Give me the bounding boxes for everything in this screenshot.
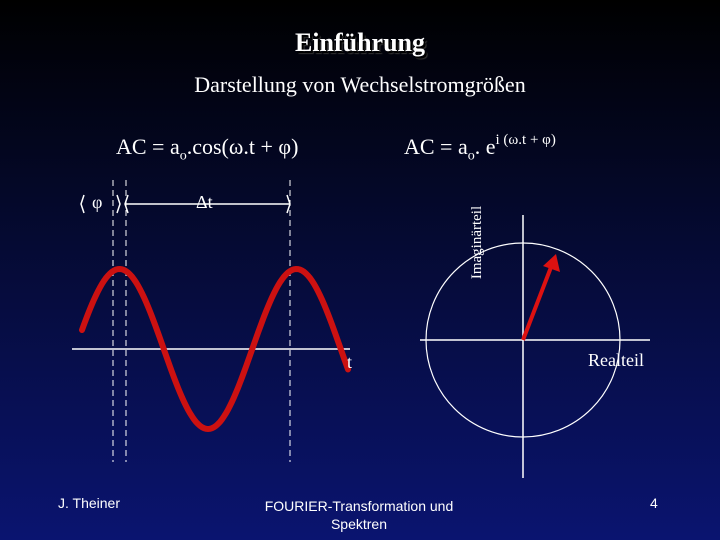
phi-arrow-left <box>80 194 85 214</box>
formula-cosine-suffix: .cos(ω.t + φ) <box>186 134 299 159</box>
formula-cosine-prefix: AC = a <box>116 134 180 159</box>
footer-page-number: 4 <box>650 495 658 511</box>
slide-title: Einführung <box>294 28 426 57</box>
formula-exp-prefix: AC = a <box>404 134 468 159</box>
footer-author: J. Theiner <box>58 495 120 511</box>
footer-course-title-line1: FOURIER-Transformation und <box>264 498 454 514</box>
cosine-wave-curve <box>79 265 351 433</box>
footer-course-title: FOURIER-Transformation und Spektren <box>250 497 468 533</box>
phasor-vector <box>521 261 555 341</box>
formula-cosine: AC = ao.cos(ω.t + φ) <box>116 134 298 164</box>
real-axis-label: Realteil <box>588 350 644 370</box>
footer-course-title-line2: Spektren <box>330 516 388 532</box>
formula-exp-exponent: i (ω.t + φ) <box>495 132 556 148</box>
time-axis-label: t <box>347 352 353 372</box>
delta-t-arrow-right <box>286 194 291 214</box>
formula-exponential: AC = ao. ei (ω.t + φ) <box>404 132 556 164</box>
phi-arrow-right <box>116 194 121 214</box>
slide-subtitle: Darstellung von Wechselstromgrößen <box>194 72 526 97</box>
formula-exp-subscript: o <box>467 148 475 164</box>
imaginary-axis-label: Imaginärteil <box>469 205 486 280</box>
phasor-arrowhead <box>543 254 560 272</box>
formula-exp-middle: . e <box>474 134 496 159</box>
delta-t-arrow-left <box>124 194 129 214</box>
phi-label: φ <box>92 192 103 212</box>
delta-t-label: Δt <box>196 192 213 212</box>
formula-cosine-subscript: o <box>179 148 187 164</box>
